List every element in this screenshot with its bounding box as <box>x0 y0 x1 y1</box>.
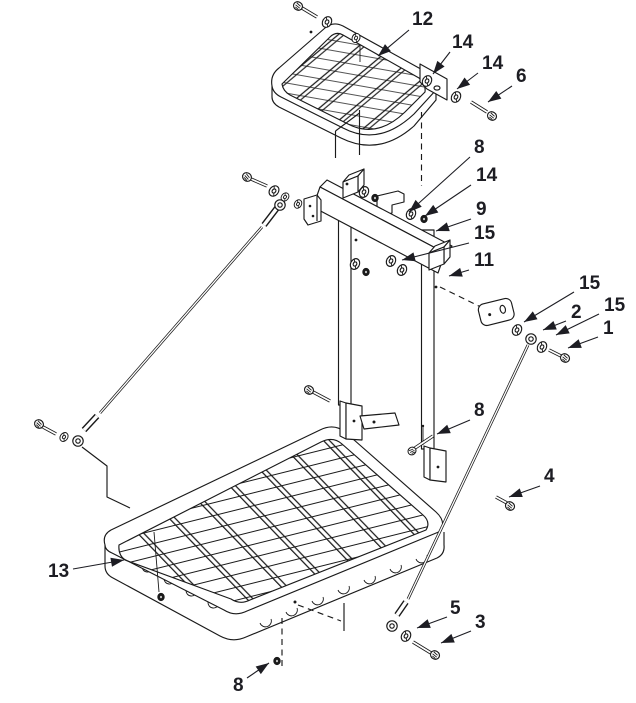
foot-platform <box>103 383 447 667</box>
callout-label-8: 8 <box>233 675 244 696</box>
washer <box>394 262 410 278</box>
nut <box>362 267 370 277</box>
platform-right-bracket <box>423 445 447 483</box>
callout-label-15: 15 <box>579 273 601 294</box>
arrowhead-icon <box>509 488 523 497</box>
callout-label-8: 8 <box>474 400 485 421</box>
washer <box>383 253 399 269</box>
seat-mesh-2 <box>282 33 426 130</box>
seat-mount-arm <box>419 63 448 101</box>
callout-label-9: 9 <box>476 199 487 220</box>
callout-label-2: 2 <box>571 302 582 323</box>
pivot-plate <box>359 412 400 430</box>
callout-label-5: 5 <box>450 598 461 619</box>
rod-end-eye <box>386 620 398 632</box>
arrowhead-icon <box>110 557 124 567</box>
arrowhead-icon <box>457 77 471 89</box>
rod-end-eye <box>525 333 537 345</box>
right-support-rod <box>386 297 572 662</box>
callout-label-12: 12 <box>412 9 433 30</box>
hidden-line <box>297 604 342 622</box>
seat-post <box>334 110 423 186</box>
frame <box>292 168 490 450</box>
nut <box>420 214 428 224</box>
callout-label-15: 15 <box>604 295 626 316</box>
arrowhead-icon <box>433 60 445 74</box>
arrowhead-icon <box>524 311 538 322</box>
arrowhead-icon <box>449 267 463 277</box>
arrowhead-icon <box>568 339 582 348</box>
washer <box>534 339 550 355</box>
rod-end-eye <box>274 199 286 211</box>
callout-label-15: 15 <box>474 223 496 244</box>
callout-label-4: 4 <box>544 466 555 487</box>
right-socket-cube <box>428 239 451 271</box>
nut <box>273 656 281 666</box>
arrowhead-icon <box>441 633 455 643</box>
nut <box>157 592 165 602</box>
arrowhead-icon <box>436 222 450 232</box>
arrowhead-icon <box>378 44 391 56</box>
callout-label-3: 3 <box>475 612 486 633</box>
witness-line <box>81 446 131 509</box>
bolt <box>485 109 499 123</box>
washer <box>448 89 464 105</box>
washer <box>57 430 71 444</box>
rod-end-eye <box>72 435 84 447</box>
seat-arm-fasteners <box>419 73 499 123</box>
callout-label-14: 14 <box>476 165 498 186</box>
washer <box>292 197 304 211</box>
left-upright <box>337 199 352 406</box>
platform-mesh-2 <box>118 439 428 603</box>
callout-label-14: 14 <box>482 53 504 74</box>
frame-left-bracket <box>303 194 322 226</box>
bolt <box>240 170 254 184</box>
callout-label-6: 6 <box>516 66 527 87</box>
bolt <box>558 351 572 365</box>
arrowhead-icon <box>425 204 439 216</box>
callout-label-1: 1 <box>603 318 614 339</box>
arrowhead-icon <box>409 199 422 212</box>
arrowhead-icon <box>417 619 431 628</box>
washer <box>509 322 525 338</box>
arrowhead-icon <box>543 320 557 330</box>
washer <box>266 183 282 199</box>
arrowhead-icon <box>255 663 269 675</box>
callout-label-8: 8 <box>474 137 485 158</box>
bolt <box>302 383 316 397</box>
arrowhead-icon <box>556 325 570 335</box>
callout-label-11: 11 <box>474 250 495 271</box>
left-support-rod <box>32 170 292 509</box>
arm-hole <box>433 85 441 91</box>
seat-platform <box>271 0 448 146</box>
arrowhead-icon <box>402 252 416 262</box>
anchor-bracket <box>477 297 515 327</box>
wall-scallops-right <box>259 554 428 628</box>
leader-line-8 <box>408 156 471 213</box>
callout-label-13: 13 <box>48 561 69 582</box>
washer <box>398 628 414 644</box>
left-socket-cube <box>342 168 365 199</box>
nut <box>371 193 379 203</box>
callout-label-14: 14 <box>452 32 474 53</box>
arrowhead-icon <box>488 90 502 102</box>
arrowhead-icon <box>437 424 451 434</box>
